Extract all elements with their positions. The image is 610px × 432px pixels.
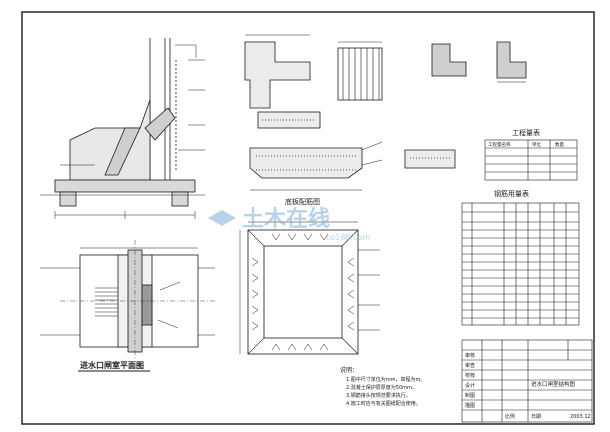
- note-line-2: 2.混凝土保护层厚度为50mm。: [346, 384, 417, 391]
- tb-label-1: 审核: [465, 352, 475, 359]
- watermark-logo-icon: [208, 210, 236, 226]
- section-elevation-view: [40, 38, 205, 219]
- tb-label-4: 设计: [465, 382, 475, 389]
- note-line-3: 3.钢筋接头按规范要求执行。: [346, 392, 411, 399]
- qty-header-name: 工程量名称: [488, 141, 511, 148]
- quantity-table-title: 工程量表: [512, 128, 540, 137]
- rebar-table-title: 钢筋用量表: [494, 189, 529, 198]
- plan-view-title: 进水口闸室平面图: [80, 360, 144, 370]
- tb-drawing-title: 进水口闸室结构图: [531, 380, 576, 388]
- tb-label-6: 描图: [465, 402, 475, 409]
- tb-label-3: 校核: [465, 372, 475, 379]
- title-block: [461, 339, 593, 423]
- notes: 说明： 1.图中尺寸单位为mm，高程为m。 2.混凝土保护层厚度为50mm。 3…: [340, 366, 425, 407]
- watermark: 土木在线 co188.com: [208, 206, 370, 242]
- base-rebar-title: 底板配筋图: [285, 197, 320, 206]
- tb-scale-label: 比例: [505, 413, 515, 420]
- top-detail-views: [244, 34, 527, 109]
- notes-heading: 说明：: [340, 366, 358, 374]
- note-line-4: 4.施工时应与有关图纸配合使用。: [346, 400, 421, 407]
- rebar-table: [461, 202, 580, 326]
- tb-label-5: 制图: [465, 392, 475, 399]
- qty-header-qty: 数量: [555, 141, 564, 148]
- quantity-table: [484, 139, 578, 181]
- qty-header-unit: 单位: [532, 141, 541, 148]
- note-line-1: 1.图中尺寸单位为mm，高程为m。: [346, 376, 425, 383]
- base-slab-sections: [249, 111, 456, 191]
- tb-date-label: 日期: [531, 414, 541, 420]
- tb-date: 2003.12: [570, 414, 591, 420]
- inlet-plan-view: [40, 240, 215, 360]
- tb-label-2: 审查: [465, 362, 475, 369]
- watermark-url: co188.com: [326, 233, 370, 242]
- watermark-text: 土木在线: [242, 206, 330, 232]
- sheet-border: [21, 11, 595, 425]
- square-rebar-plan: [239, 221, 380, 355]
